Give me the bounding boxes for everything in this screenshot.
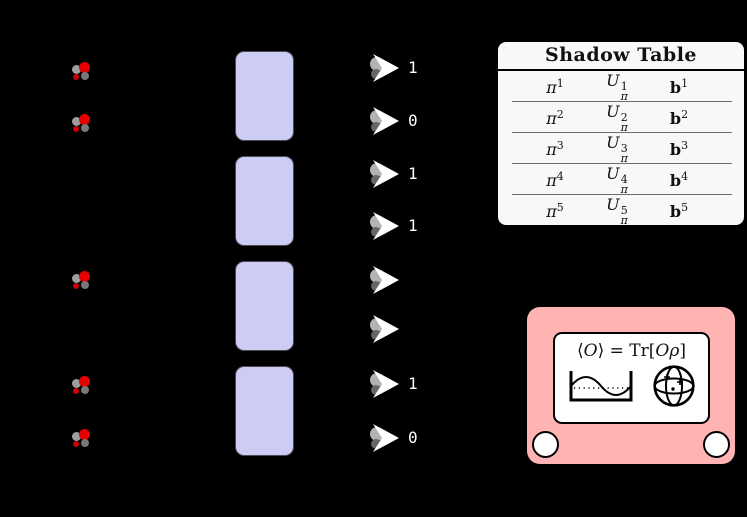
atom-small-red bbox=[73, 441, 79, 447]
measurement-arrow-icon bbox=[370, 424, 399, 452]
bitstring-cell: b3 bbox=[669, 138, 689, 159]
atom-red bbox=[79, 271, 90, 282]
bitstring-cell: b2 bbox=[669, 107, 689, 128]
bloch-sphere-icon bbox=[653, 365, 695, 407]
unitary-block bbox=[235, 366, 294, 456]
bitstring-cell: b4 bbox=[669, 169, 689, 190]
wavefunction-well-icon bbox=[569, 371, 633, 402]
measurement-bit: 0 bbox=[408, 111, 418, 130]
atom-gray bbox=[72, 65, 81, 74]
atom-small-red bbox=[73, 126, 79, 132]
measurement-row: 0 bbox=[368, 423, 418, 453]
machine-knob-left bbox=[532, 431, 559, 458]
atom-dark-gray bbox=[81, 439, 89, 447]
atom-dark-gray bbox=[81, 386, 89, 394]
permutation-cell: π2 bbox=[546, 107, 564, 128]
measurement-arrow-icon bbox=[370, 266, 399, 294]
expectation-formula: ⟨O⟩ = Tr[Oρ] bbox=[577, 341, 686, 361]
measurement-row: 0 bbox=[368, 106, 418, 136]
measurement-row: 1 bbox=[368, 159, 418, 189]
atom-red bbox=[79, 429, 90, 440]
measurement-arrow-icon bbox=[370, 315, 399, 343]
atom-dark-gray bbox=[81, 72, 89, 80]
measurement-bit: 1 bbox=[408, 58, 418, 77]
measurement-arrow-icon bbox=[370, 370, 399, 398]
atom-dark-gray bbox=[81, 124, 89, 132]
atom-red bbox=[79, 62, 90, 73]
molecule-icon bbox=[72, 62, 90, 80]
measurement-arrow-icon bbox=[370, 212, 399, 240]
permutation-cell: π5 bbox=[546, 200, 564, 221]
atom-gray bbox=[72, 117, 81, 126]
measurement-bit: 1 bbox=[408, 216, 418, 235]
row-divider bbox=[512, 163, 732, 164]
molecule-icon bbox=[72, 376, 90, 394]
molecule-icon bbox=[72, 114, 90, 132]
measurement-arrow-icon bbox=[370, 107, 399, 135]
measurement-bit: 1 bbox=[408, 374, 418, 393]
bitstring-cell: b5 bbox=[669, 200, 689, 221]
permutation-cell: π1 bbox=[546, 76, 564, 97]
measurement-bit: 1 bbox=[408, 164, 418, 183]
row-divider bbox=[512, 101, 732, 102]
measurement-row: 1 bbox=[368, 369, 418, 399]
atom-gray bbox=[72, 274, 81, 283]
machine-knob-right bbox=[703, 431, 730, 458]
measurement-row: 1 bbox=[368, 211, 418, 241]
atom-red bbox=[79, 114, 90, 125]
measurement-bit: 0 bbox=[408, 428, 418, 447]
atom-gray bbox=[72, 379, 81, 388]
atom-small-red bbox=[73, 388, 79, 394]
permutation-cell: π4 bbox=[546, 169, 564, 190]
measurement-row bbox=[368, 265, 418, 295]
atom-red bbox=[79, 376, 90, 387]
row-divider bbox=[512, 194, 732, 195]
row-divider bbox=[512, 132, 732, 133]
measurement-arrow-icon bbox=[370, 160, 399, 188]
atom-gray bbox=[72, 432, 81, 441]
molecule-icon bbox=[72, 429, 90, 447]
shadow-table-title: Shadow Table bbox=[498, 42, 744, 71]
measurement-row bbox=[368, 314, 418, 344]
atom-dark-gray bbox=[81, 281, 89, 289]
atom-small-red bbox=[73, 283, 79, 289]
unitary-block bbox=[235, 51, 294, 141]
bitstring-cell: b1 bbox=[669, 76, 689, 97]
postprocessing-machine: ⟨O⟩ = Tr[Oρ] bbox=[527, 307, 735, 464]
permutation-cell: π3 bbox=[546, 138, 564, 159]
molecule-icon bbox=[72, 271, 90, 289]
measurement-arrow-icon bbox=[370, 54, 399, 82]
machine-screen: ⟨O⟩ = Tr[Oρ] bbox=[553, 332, 710, 424]
measurement-row: 1 bbox=[368, 53, 418, 83]
unitary-block bbox=[235, 261, 294, 351]
atom-small-red bbox=[73, 74, 79, 80]
unitary-block bbox=[235, 156, 294, 246]
